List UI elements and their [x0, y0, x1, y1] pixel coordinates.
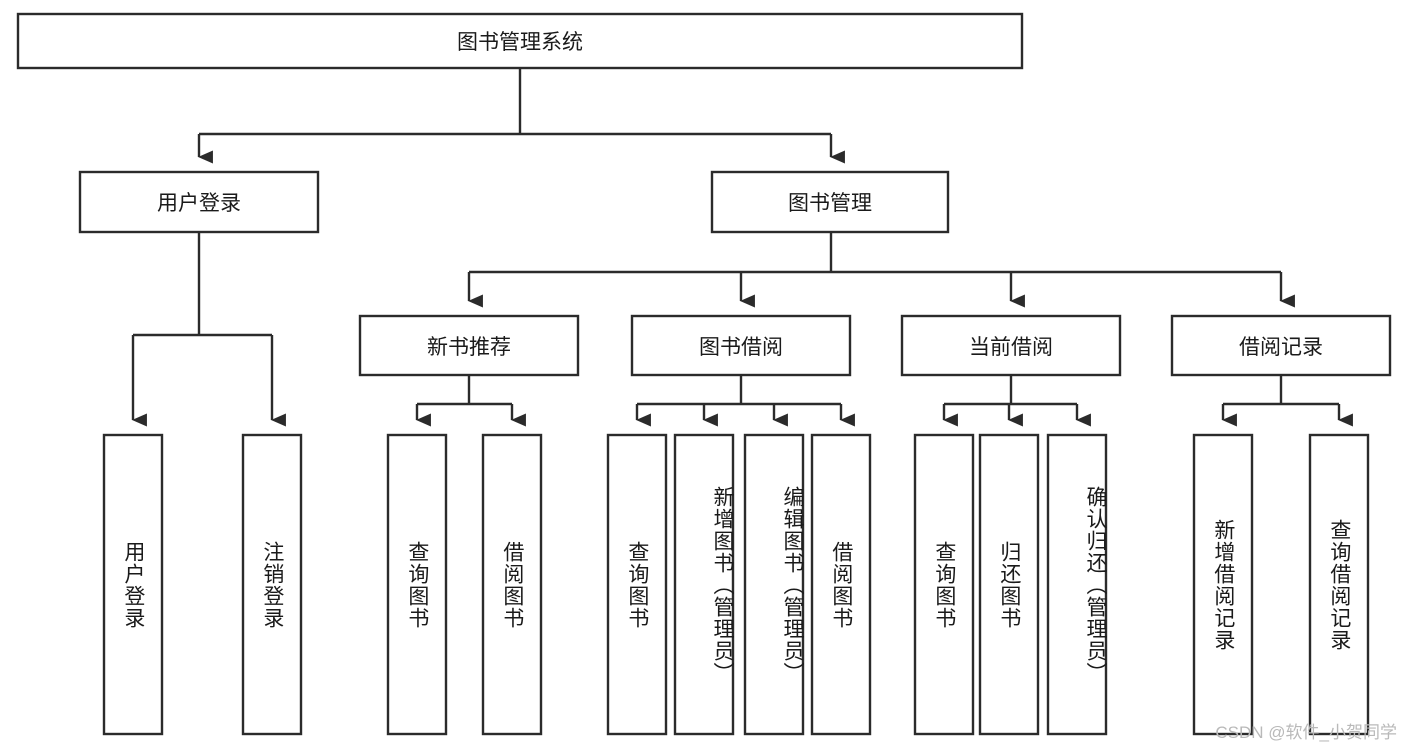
node-label-new-book-recommend: 新书推荐: [427, 335, 511, 359]
node-box-leaf-confirm-return[interactable]: [1046, 433, 1108, 736]
connector-recommend-to-leaves: [415, 375, 526, 427]
node-label-leaf-add-record: 新增借阅记录: [1211, 518, 1235, 651]
node-box-leaf-add-book[interactable]: [673, 433, 735, 736]
node-label-leaf-query-book-current: 查询图书: [932, 540, 956, 629]
node-box-root[interactable]: [16, 12, 1024, 70]
node-label-root: 图书管理系统: [457, 31, 583, 54]
node-box-leaf-query-book-recommend[interactable]: [386, 433, 448, 736]
node-box-leaf-return-book[interactable]: [978, 433, 1040, 736]
connector-borrowrecord-to-leaves: [1221, 375, 1353, 427]
node-label-leaf-user-login: 用户登录: [121, 540, 145, 629]
node-label-book-manage: 图书管理: [788, 192, 872, 215]
node-box-leaf-user-login[interactable]: [102, 433, 164, 736]
node-boxes-layer: [16, 12, 1392, 736]
node-box-new-book-recommend[interactable]: [358, 314, 580, 377]
node-label-leaf-query-record: 查询借阅记录: [1327, 518, 1351, 651]
node-box-current-borrow[interactable]: [900, 314, 1122, 377]
node-box-user-login[interactable]: [78, 170, 320, 234]
connector-bookmanage-to-level3: [467, 232, 1295, 308]
node-label-leaf-borrow-book: 借阅图书: [829, 540, 853, 629]
node-label-leaf-return-book: 归还图书: [997, 540, 1021, 629]
node-label-user-login: 用户登录: [157, 192, 241, 215]
node-box-leaf-logout[interactable]: [241, 433, 303, 736]
connector-currentborrow-to-leaves: [942, 375, 1091, 427]
node-box-leaf-borrow-book[interactable]: [810, 433, 872, 736]
node-box-borrow-record[interactable]: [1170, 314, 1392, 377]
node-label-leaf-query-book-borrow: 查询图书: [625, 540, 649, 629]
node-label-book-borrow: 图书借阅: [699, 335, 783, 359]
connector-bookborrow-to-leaves: [635, 375, 855, 427]
node-label-leaf-edit-book: 编辑图书（管理员）: [781, 485, 804, 684]
node-box-leaf-edit-book[interactable]: [743, 433, 805, 736]
node-label-leaf-logout: 注销登录: [260, 540, 284, 629]
connector-root-to-level2: [197, 68, 845, 164]
node-box-leaf-add-record[interactable]: [1192, 433, 1254, 736]
node-label-leaf-query-book-recommend: 查询图书: [405, 540, 429, 629]
node-label-leaf-borrow-book-recommend: 借阅图书: [500, 540, 524, 629]
node-label-current-borrow: 当前借阅: [969, 335, 1053, 359]
node-box-book-manage[interactable]: [710, 170, 950, 234]
connector-userlogin-to-leaves: [131, 232, 286, 427]
node-box-leaf-borrow-book-recommend[interactable]: [481, 433, 543, 736]
node-label-leaf-add-book: 新增图书（管理员）: [711, 485, 734, 684]
node-box-leaf-query-book-current[interactable]: [913, 433, 975, 736]
node-label-leaf-confirm-return: 确认归还（管理员）: [1084, 485, 1107, 684]
node-box-leaf-query-record[interactable]: [1308, 433, 1370, 736]
node-box-leaf-query-book-borrow[interactable]: [606, 433, 668, 736]
node-label-borrow-record: 借阅记录: [1239, 335, 1323, 359]
node-box-book-borrow[interactable]: [630, 314, 852, 377]
